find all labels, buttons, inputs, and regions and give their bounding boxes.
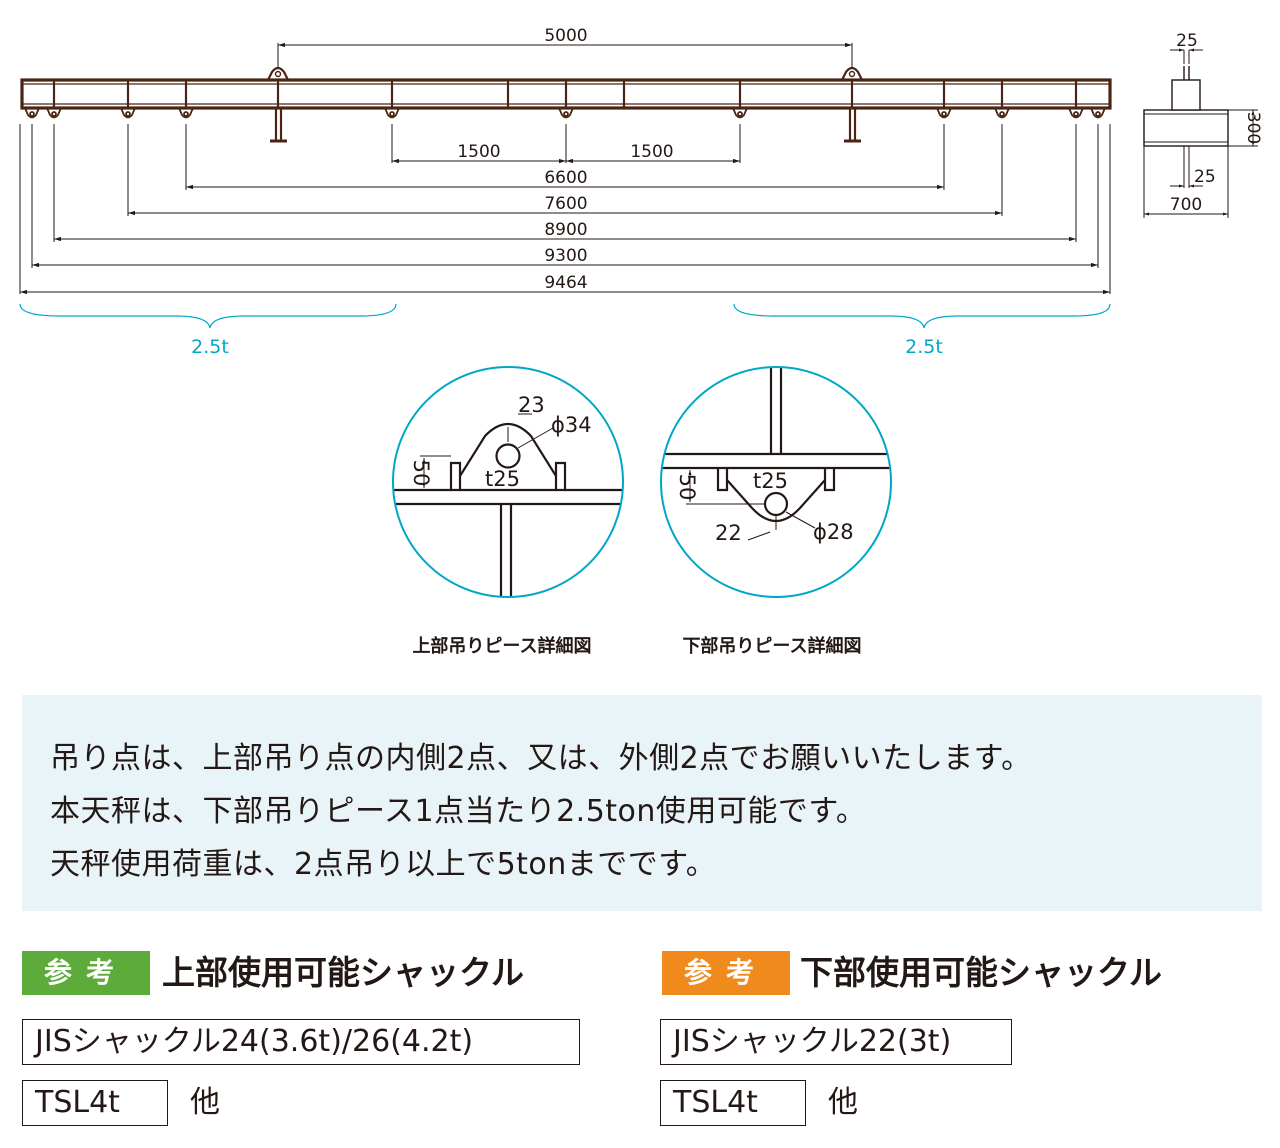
notes-panel xyxy=(22,695,1262,911)
load-braces xyxy=(19,303,1111,329)
shackle-lower-jis: JISシャックル22(3t) xyxy=(660,1019,1012,1065)
lower-piece-detail: t25 50 22 ϕ28 下部吊りピース詳細図 xyxy=(660,366,892,657)
reference-title-lower: 下部使用可能シャックル xyxy=(800,953,1163,992)
reference-title-upper: 上部使用可能シャックル xyxy=(162,953,525,992)
note-line-3: 天秤使用荷重は、2点吊り以上で5tonまでです。 xyxy=(50,847,717,882)
lower-dim-t25: t25 xyxy=(753,469,788,493)
reference-badge-upper: 参考 xyxy=(22,951,150,995)
upper-detail-caption: 上部吊りピース詳細図 xyxy=(412,635,591,657)
shackle-upper-jis: JISシャックル24(3.6t)/26(4.2t) xyxy=(22,1019,580,1065)
dim-8900: 8900 xyxy=(544,220,587,240)
note-line-1: 吊り点は、上部吊り点の内側2点、又は、外側2点でお願いいたします。 xyxy=(50,741,1032,776)
beam-front-view xyxy=(20,66,1112,143)
shackle-upper-other: 他 xyxy=(190,1085,220,1120)
shackle-upper-tsl: TSL4t xyxy=(22,1080,168,1126)
side-view-labels: 25 300 25 700 xyxy=(1170,31,1263,215)
dim-1500-right: 1500 xyxy=(630,142,673,162)
upper-piece-detail: 23 ϕ34 50 t25 上部吊りピース詳細図 xyxy=(392,366,624,657)
shackle-lower-other: 他 xyxy=(828,1085,858,1120)
side-dim-25-bottom: 25 xyxy=(1194,167,1216,187)
side-view xyxy=(1143,48,1258,218)
dim-1500-left: 1500 xyxy=(457,142,500,162)
shackle-lower-tsl: TSL4t xyxy=(660,1080,806,1126)
dim-9464: 9464 xyxy=(544,273,587,293)
dim-6600: 6600 xyxy=(544,168,587,188)
main-dimensions xyxy=(19,42,1111,295)
note-line-2: 本天秤は、下部吊りピース1点当たり2.5ton使用可能です。 xyxy=(50,794,867,829)
lower-detail-caption: 下部吊りピース詳細図 xyxy=(682,635,861,657)
upper-dim-t25: t25 xyxy=(485,467,520,491)
load-label-right: 2.5t xyxy=(905,336,943,358)
lower-dim-50: 50 xyxy=(675,474,699,501)
lower-dim-phi28: ϕ28 xyxy=(813,520,854,544)
technical-drawing: 5000 1500 1500 6600 7600 8900 9300 9464 … xyxy=(19,26,1263,657)
dim-5000: 5000 xyxy=(544,26,587,46)
upper-dim-phi34: ϕ34 xyxy=(551,413,592,437)
side-dim-25-top: 25 xyxy=(1176,31,1198,51)
dim-9300: 9300 xyxy=(544,246,587,266)
side-dim-700: 700 xyxy=(1170,195,1202,215)
side-dim-300: 300 xyxy=(1243,112,1263,144)
load-label-left: 2.5t xyxy=(191,336,229,358)
lower-dim-22: 22 xyxy=(715,521,742,545)
reference-badge-lower: 参考 xyxy=(662,951,790,995)
upper-dim-23: 23 xyxy=(518,393,545,417)
main-dimension-labels: 5000 1500 1500 6600 7600 8900 9300 9464 xyxy=(457,26,673,293)
upper-dim-50: 50 xyxy=(409,460,433,487)
dim-7600: 7600 xyxy=(544,194,587,214)
